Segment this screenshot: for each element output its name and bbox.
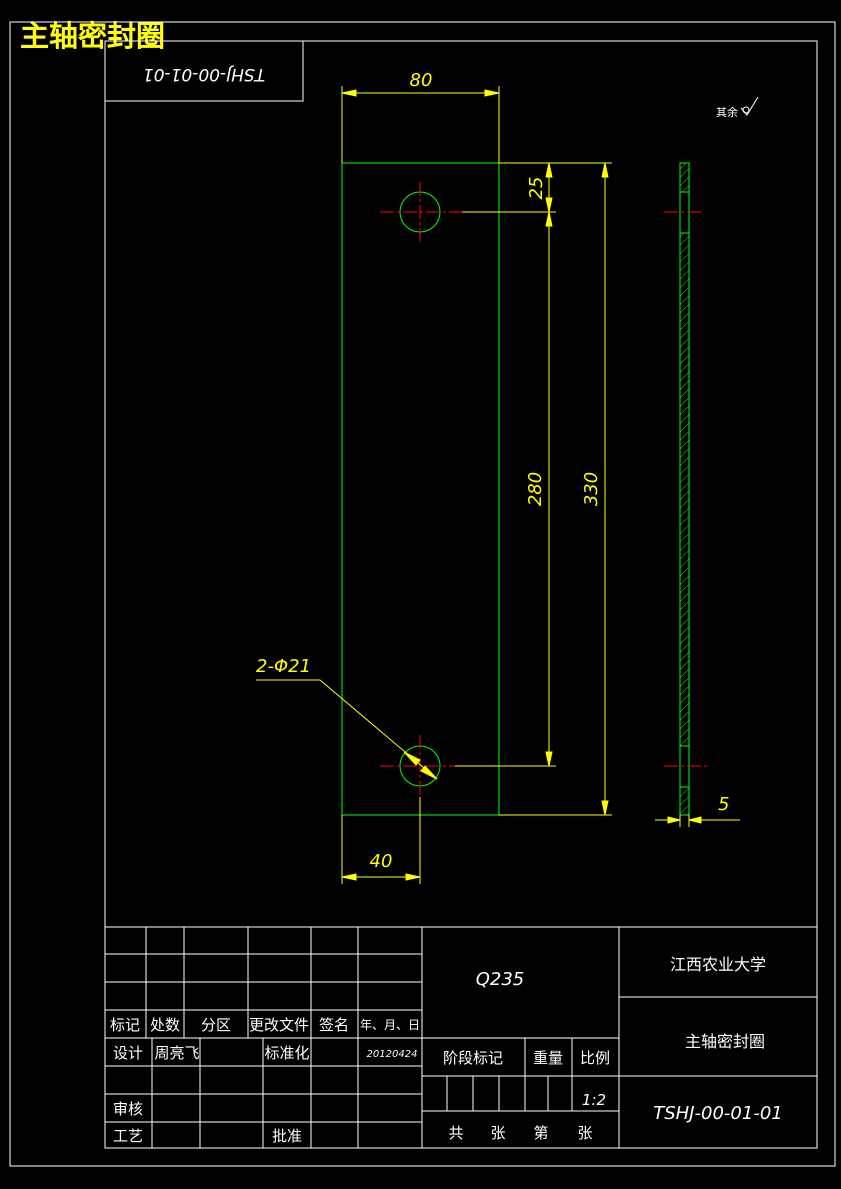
header-change-doc: 更改文件 (249, 1016, 309, 1034)
dim-hole-offset-label: 25 (526, 177, 547, 200)
hole-callout: 2-Φ21 (256, 656, 311, 677)
process-label: 工艺 (113, 1127, 143, 1145)
outer-frame (9, 21, 836, 1167)
side-view (679, 162, 690, 816)
dim-width-top (341, 86, 500, 163)
design-date: 20120424 (367, 1049, 418, 1060)
header-mark: 标记 (110, 1016, 140, 1034)
dim-hole-spacing-label: 280 (525, 472, 546, 506)
review-label: 审核 (113, 1100, 143, 1118)
dim-total-length-label: 330 (581, 472, 602, 506)
stage-label: 阶段标记 (443, 1049, 503, 1067)
scale-label: 比例 (580, 1049, 610, 1067)
design-label: 设计 (113, 1044, 143, 1062)
header-signature: 签名 (319, 1016, 349, 1034)
sheets-num: 第 (533, 1124, 548, 1142)
university-name: 江西农业大学 (670, 955, 766, 974)
center-lines (380, 182, 462, 797)
dim-thickness (655, 815, 740, 827)
title-block (104, 926, 818, 1149)
dim-total-length (499, 162, 612, 816)
dim-hole-spacing (455, 211, 556, 767)
weight-label: 重量 (533, 1049, 563, 1067)
dim-hole-offset (462, 162, 612, 213)
designer-name: 周亮飞 (154, 1044, 199, 1062)
drawing-title: 主轴密封圈 (20, 19, 166, 53)
hole-leader (256, 679, 438, 780)
dim-hole-x (341, 797, 421, 884)
sheets-unit2: 张 (577, 1124, 592, 1142)
header-zone: 分区 (201, 1016, 231, 1034)
side-center-lines (664, 211, 708, 767)
material: Q235 (476, 969, 525, 990)
code-box (104, 40, 304, 102)
approve-label: 批准 (272, 1127, 302, 1145)
sheets-unit: 张 (490, 1124, 505, 1142)
scale-value: 1:2 (582, 1091, 606, 1109)
roughness-note: 其余 (716, 105, 738, 119)
dim-hole-x-label: 40 (370, 851, 393, 872)
part-name: 主轴密封圈 (685, 1032, 765, 1051)
drawing-number: TSHJ-00-01-01 (653, 1103, 782, 1124)
header-count: 处数 (150, 1016, 180, 1034)
header-date: 年、月、日 (360, 1018, 420, 1032)
roughness-symbol-icon (740, 96, 759, 116)
plate-outline (341, 162, 500, 816)
standardize-label: 标准化 (264, 1044, 309, 1062)
sheets-total: 共 (448, 1124, 463, 1142)
dim-thickness-label: 5 (718, 794, 729, 815)
dim-width-top-label: 80 (410, 70, 433, 91)
mirrored-code: TSHJ-00-01-01 (143, 64, 265, 84)
